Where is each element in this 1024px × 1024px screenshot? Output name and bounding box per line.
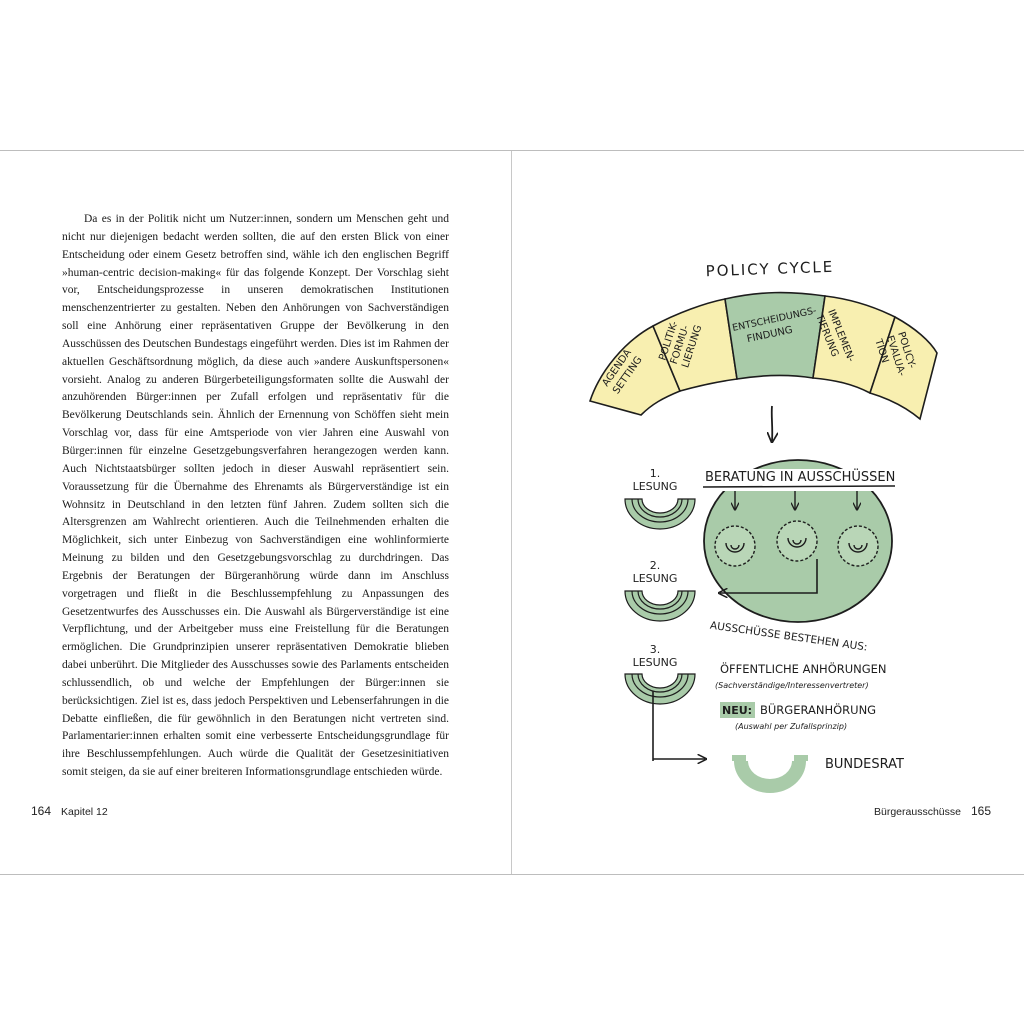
new-label-highlight <box>720 702 755 718</box>
reading-number: 3. <box>650 643 661 656</box>
reading-label: LESUNG <box>633 656 678 669</box>
down-arrow-icon <box>772 405 773 441</box>
reading-chamber-icon <box>624 498 696 530</box>
readings-column: 1. LESUNG 2. LESUNG 3. LESUNG <box>624 467 696 705</box>
public-hearings-note: (Sachverständige/Interessenvertreter) <box>715 681 869 690</box>
segment-policy-evaluation <box>868 315 938 421</box>
right-page-number: 165 <box>970 804 991 818</box>
bundesrat-label: BUNDESRAT <box>825 757 904 772</box>
bundesrat-chamber-icon <box>732 755 808 793</box>
right-running-head: Bürgerausschüsse <box>874 806 961 818</box>
committee-group-icon <box>776 520 818 562</box>
bundesrat-section: BUNDESRAT <box>653 741 904 793</box>
book-gutter <box>511 151 512 874</box>
new-label: NEU: <box>722 704 752 717</box>
right-page-footer: Bürgerausschüsse 165 <box>874 804 991 818</box>
reading-label: LESUNG <box>633 480 678 493</box>
reading-number: 1. <box>650 467 661 480</box>
policy-cycle-arch <box>588 291 938 421</box>
left-page-body: Da es in der Politik nicht um Nutzer:inn… <box>62 211 449 782</box>
reading-number: 2. <box>650 559 661 572</box>
committee-groups <box>714 520 879 567</box>
left-page-number: 164 <box>31 804 52 818</box>
citizen-hearing-label: BÜRGERANHÖRUNG <box>760 701 876 717</box>
policy-cycle-diagram: POLICY CYCLE AGENDA SETTING POLITIK- FOR… <box>588 258 938 761</box>
committee-heading: BERATUNG IN AUSSCHÜSSEN <box>705 468 895 485</box>
committee-heading-bg <box>703 469 893 491</box>
committee-arrows <box>735 491 857 509</box>
reading-chamber-icon <box>624 673 696 705</box>
committees-consist-of: AUSSCHÜSSE BESTEHEN AUS: <box>709 619 868 654</box>
committee-group-icon <box>837 525 879 567</box>
reading-chamber-icon <box>624 590 696 622</box>
public-hearings-label: ÖFFENTLICHE ANHÖRUNGEN <box>720 660 887 676</box>
back-arrow-icon <box>720 559 818 593</box>
citizen-hearing-note: (Auswahl per Zufallsprinzip) <box>735 722 847 731</box>
book-spread: Da es in der Politik nicht um Nutzer:inn… <box>0 150 1024 875</box>
reading-label: LESUNG <box>633 572 678 585</box>
body-paragraph: Da es in der Politik nicht um Nutzer:inn… <box>62 213 449 779</box>
left-running-head: Kapitel 12 <box>61 806 108 818</box>
committee-underline <box>702 485 896 488</box>
diagram-title: POLICY CYCLE <box>705 258 834 280</box>
left-page-footer: 164 Kapitel 12 <box>31 804 108 818</box>
committee-group-icon <box>714 525 756 567</box>
